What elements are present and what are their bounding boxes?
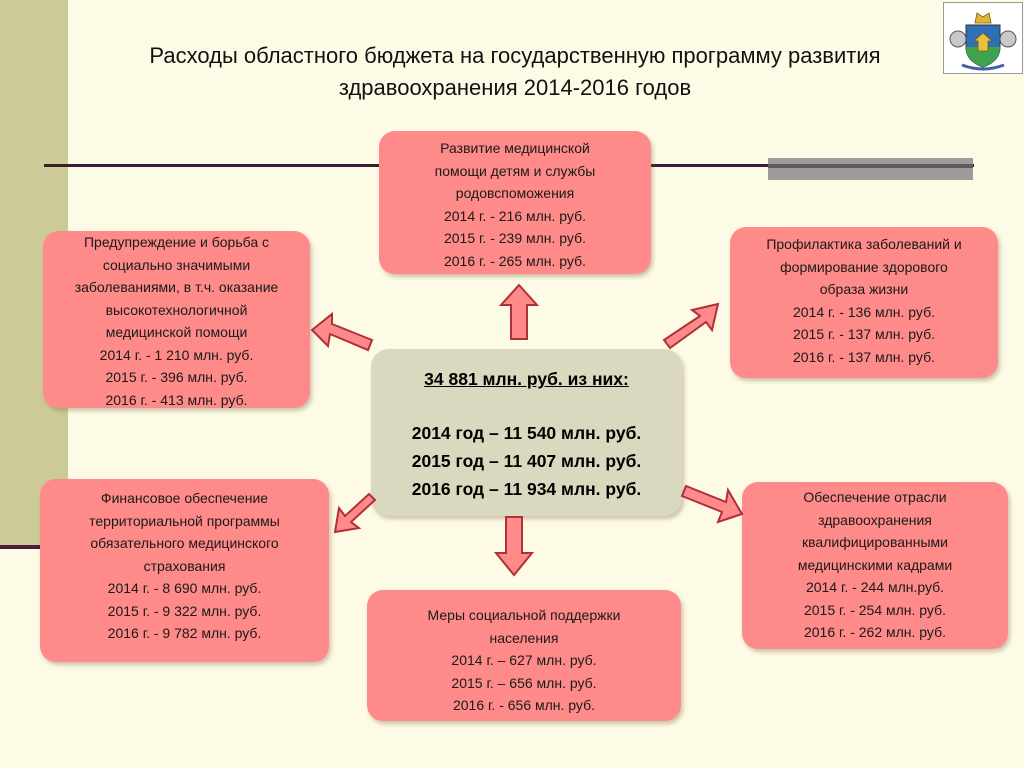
- box-amount-2015: 2015 г. - 239 млн. руб.: [443, 230, 586, 246]
- box-amount-2015: 2015 г. - 9 322 млн. руб.: [107, 602, 262, 619]
- box-social-support: Меры социальной поддержки населения 2014…: [367, 590, 681, 721]
- box-amount-2015: 2015 г. - 254 млн. руб.: [803, 601, 946, 618]
- box-line: родовспоможения: [455, 185, 575, 201]
- box-amount-2015: 2015 г. - 137 млн. руб.: [792, 326, 935, 342]
- box-qualified-staff: Обеспечение отрасли здравоохранения квал…: [742, 482, 1008, 649]
- box-children-care: Развитие медицинской помощи детям и служ…: [379, 131, 651, 274]
- arrow-left-up-icon: [310, 311, 374, 352]
- box-line: образа жизни: [819, 281, 909, 297]
- box-amount-2014: 2014 г. – 627 млн. руб.: [451, 652, 597, 668]
- arrow-down-icon: [494, 516, 534, 577]
- box-amount-2014: 2014 г. - 244 млн.руб.: [805, 579, 945, 595]
- coat-of-arms-logo: [943, 2, 1023, 74]
- box-amount-2014: 2014 г. - 8 690 млн. руб.: [107, 580, 262, 596]
- arrow-right-down-icon: [680, 484, 744, 524]
- box-line: Меры социальной поддержки: [427, 607, 621, 623]
- arrow-left-down-icon: [333, 492, 377, 534]
- box-line: Предупреждение и борьба с: [83, 234, 269, 250]
- box-line: помощи детям и службы: [434, 162, 596, 179]
- arrow-up-icon: [499, 283, 539, 340]
- box-line: Финансовое обеспечение: [100, 490, 269, 506]
- box-amount-2016: 2016 г. - 9 782 млн. руб.: [107, 625, 262, 641]
- center-year-2016: 2016 год – 11 934 млн. руб.: [411, 479, 642, 499]
- box-amount-2014: 2014 г. - 1 210 млн. руб.: [99, 346, 254, 363]
- box-oms-financing: Финансовое обеспечение территориальной п…: [40, 479, 329, 662]
- box-amount-2016: 2016 г. - 656 млн. руб.: [452, 697, 595, 713]
- box-amount-2014: 2014 г. - 136 млн. руб.: [792, 303, 935, 320]
- box-line: формирование здорового: [780, 258, 948, 275]
- center-year-2015: 2015 год – 11 407 млн. руб.: [411, 451, 642, 471]
- center-total-box: 34 881 млн. руб. из них: 2014 год – 11 5…: [371, 349, 682, 516]
- page-title: Расходы областного бюджета на государств…: [70, 40, 960, 104]
- box-line: населения: [489, 629, 559, 646]
- box-amount-2016: 2016 г. - 413 млн. руб.: [105, 391, 248, 408]
- box-line: квалифицированными: [802, 534, 948, 550]
- left-decor-line: [0, 545, 68, 549]
- box-amount-2014: 2014 г. - 216 млн. руб.: [443, 207, 586, 224]
- box-line: медицинской помощи: [105, 324, 248, 340]
- box-line: заболеваниями, в т.ч. оказание: [74, 279, 279, 295]
- center-year-2014: 2014 год – 11 540 млн. руб.: [411, 423, 642, 443]
- title-line-1: Расходы областного бюджета на государств…: [149, 43, 881, 68]
- box-line: социально значимыми: [102, 256, 251, 273]
- box-amount-2016: 2016 г. - 265 млн. руб.: [443, 252, 586, 269]
- title-line-2: здравоохранения 2014-2016 годов: [338, 75, 692, 100]
- box-line: Профилактика заболеваний и: [766, 236, 962, 252]
- arrow-right-up-icon: [662, 302, 720, 350]
- box-amount-2015: 2015 г. – 656 млн. руб.: [451, 674, 597, 691]
- title-divider-bar: [768, 158, 973, 180]
- box-disease-prevention: Профилактика заболеваний и формирование …: [730, 227, 998, 378]
- box-line: здравоохранения: [818, 511, 932, 528]
- box-line: Развитие медицинской: [440, 140, 590, 156]
- box-amount-2015: 2015 г. - 396 млн. руб.: [105, 369, 248, 385]
- box-line: обязательного медицинского: [90, 535, 279, 551]
- box-line: территориальной программы: [89, 512, 280, 529]
- box-line: страхования: [143, 557, 226, 574]
- center-total: 34 881 млн. руб. из них:: [424, 369, 629, 389]
- box-line: медицинскими кадрами: [797, 556, 953, 573]
- box-socially-significant-diseases: Предупреждение и борьба с социально знач…: [43, 231, 310, 408]
- box-amount-2016: 2016 г. - 262 млн. руб.: [803, 624, 946, 640]
- box-line: Обеспечение отрасли: [803, 489, 947, 505]
- box-line: высокотехнологичной: [105, 301, 248, 318]
- box-amount-2016: 2016 г. - 137 млн. руб.: [792, 348, 935, 365]
